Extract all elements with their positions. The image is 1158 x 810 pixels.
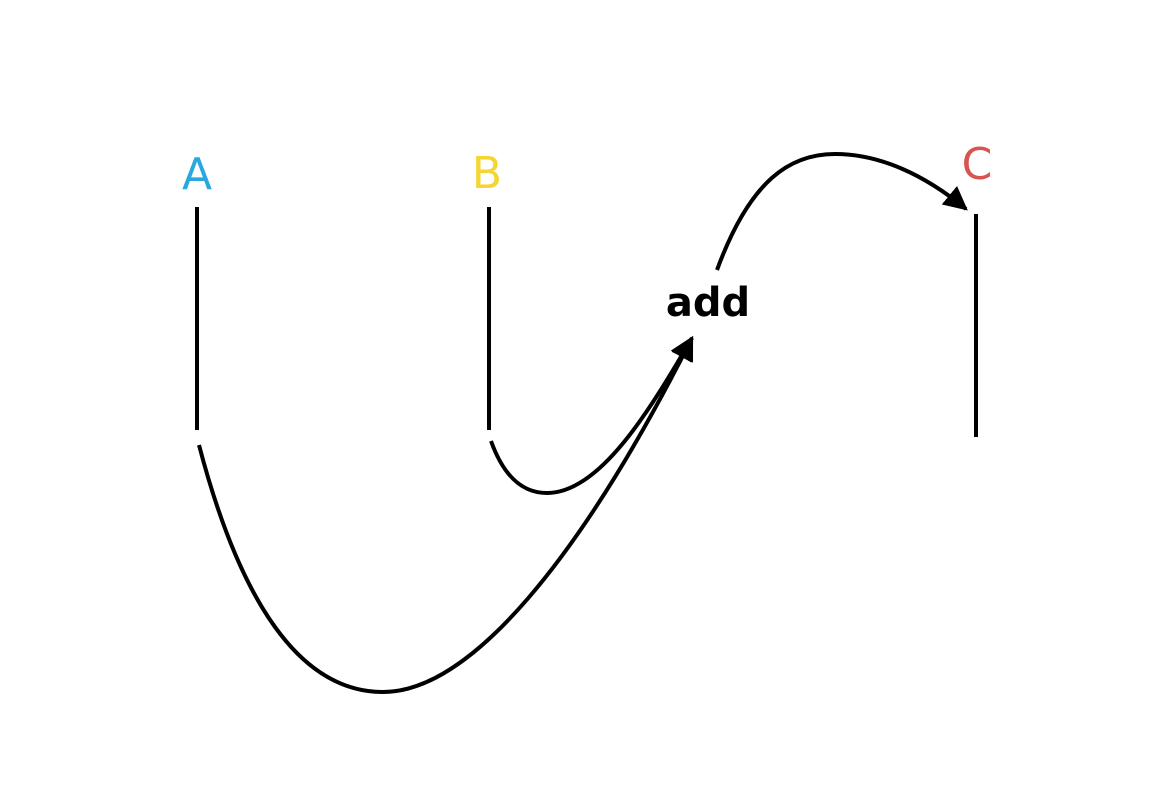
operation-label-add: add: [665, 280, 751, 326]
edge-b-to-add: [489, 335, 694, 496]
edge-a-to-add: [197, 335, 694, 695]
edge-add-to-c: [715, 151, 968, 271]
node-label-b: B: [471, 148, 503, 199]
node-label-c: C: [961, 139, 993, 190]
node-label-a: A: [181, 149, 213, 200]
